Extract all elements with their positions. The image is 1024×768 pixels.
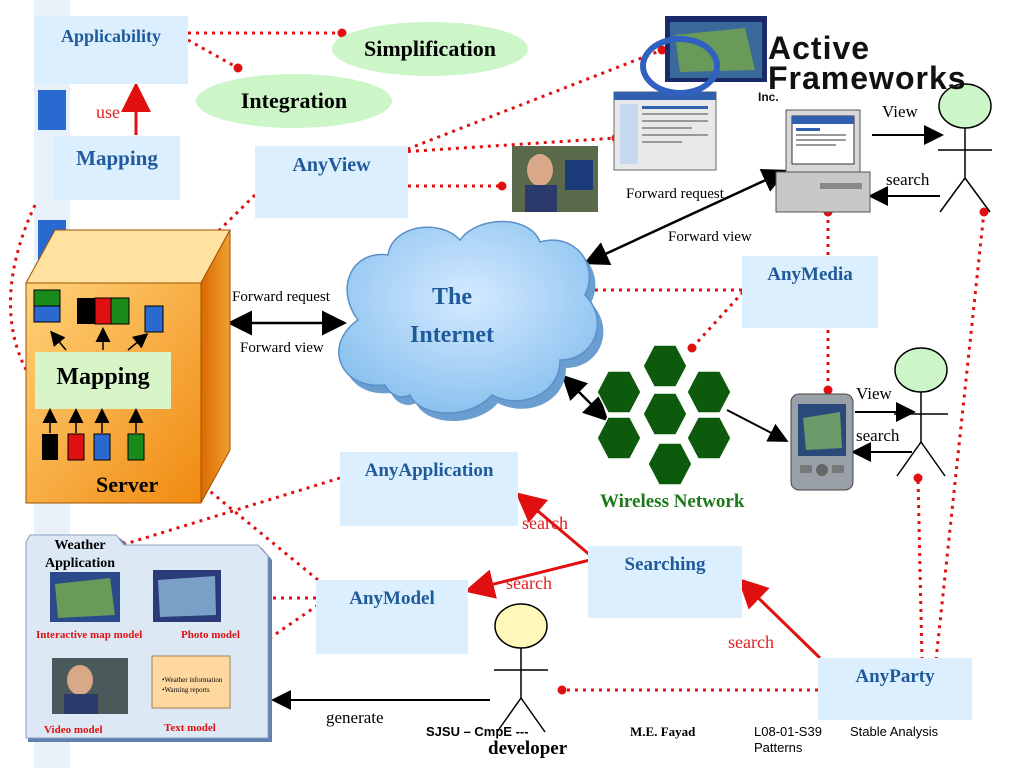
logo-ring-icon bbox=[640, 36, 720, 96]
thumbnails bbox=[512, 16, 767, 212]
footer-author: M.E. Fayad bbox=[630, 724, 696, 739]
active-frameworks-logo: Active Frameworks Inc. bbox=[640, 30, 990, 110]
label-search-pda: search bbox=[856, 426, 900, 445]
weather-app-title: Weather Application bbox=[34, 537, 126, 573]
label-search-top: search bbox=[886, 170, 930, 189]
label-generate: generate bbox=[326, 708, 384, 727]
ellipse-simplification: Simplification bbox=[332, 22, 528, 76]
note-searching-label: Searching bbox=[624, 554, 706, 575]
footer-slide: L08-01-S39 Patterns bbox=[754, 724, 822, 756]
server-label: Server bbox=[96, 472, 159, 497]
footer-school: SJSU – CmpE --- bbox=[426, 724, 529, 739]
note-anyapplication: AnyApplication bbox=[340, 452, 518, 526]
label-search-model: search bbox=[506, 573, 552, 593]
note-applicability-label: Applicability bbox=[60, 26, 162, 46]
note-anyparty-label: AnyParty bbox=[855, 666, 935, 687]
label-view-pda: View bbox=[856, 384, 892, 403]
label-search-app: search bbox=[522, 513, 568, 533]
note-anyview-label: AnyView bbox=[292, 154, 371, 176]
label-forward-view-top: Forward view bbox=[668, 229, 752, 245]
ellipse-integration: Integration bbox=[196, 74, 392, 128]
label-use: use bbox=[96, 102, 120, 122]
note-anymodel: AnyModel bbox=[316, 580, 468, 654]
logo-line2: Frameworks bbox=[768, 60, 967, 96]
label-developer: developer bbox=[488, 738, 568, 759]
label-wireless-network: Wireless Network bbox=[600, 491, 745, 512]
note-anymedia: AnyMedia bbox=[742, 256, 878, 328]
label-forward-view-mid: Forward view bbox=[240, 340, 324, 356]
weather-thumbnails bbox=[50, 570, 231, 714]
internet-line2: Internet bbox=[410, 322, 494, 348]
logo-line3: Inc. bbox=[758, 90, 779, 104]
footer-course: Stable Analysis bbox=[850, 724, 939, 739]
note-anyparty: AnyParty bbox=[818, 658, 972, 720]
footer-slide-line2: Patterns bbox=[754, 740, 803, 755]
text-model-content: •Weather information •Warning reports bbox=[162, 675, 222, 695]
note-searching: Searching bbox=[588, 546, 742, 618]
label-interactive-map-model: Interactive map model bbox=[36, 629, 143, 641]
computer-graphic bbox=[775, 109, 871, 213]
note-applicability: Applicability bbox=[34, 16, 188, 84]
label-forward-request-mid: Forward request bbox=[232, 289, 330, 305]
label-text-model: Text model bbox=[164, 722, 216, 734]
note-anymedia-label: AnyMedia bbox=[767, 264, 853, 285]
text-model-bullet2: •Warning reports bbox=[162, 686, 210, 694]
stick-figures bbox=[494, 83, 992, 733]
pda-graphic bbox=[790, 393, 854, 491]
note-mapping-top: Mapping bbox=[54, 136, 180, 200]
label-search-party: search bbox=[728, 632, 774, 652]
server-mapping-label: Mapping bbox=[56, 364, 150, 390]
label-photo-model: Photo model bbox=[181, 629, 240, 641]
label-view-top: View bbox=[882, 102, 918, 121]
internet-label: The Internet bbox=[392, 278, 512, 354]
note-anyview: AnyView bbox=[255, 146, 408, 218]
note-anyapplication-label: AnyApplication bbox=[364, 460, 494, 481]
label-video-model: Video model bbox=[44, 724, 103, 736]
note-anymodel-label: AnyModel bbox=[349, 588, 435, 609]
server-box bbox=[25, 229, 231, 504]
text-model-bullet1: •Weather information bbox=[162, 676, 223, 684]
weather-app-title-line1: Weather bbox=[54, 538, 106, 553]
note-mapping-top-label: Mapping bbox=[76, 146, 158, 170]
wireless-hexagons bbox=[596, 344, 732, 486]
footer-slide-line1: L08-01-S39 bbox=[754, 724, 822, 739]
label-forward-request-top: Forward request bbox=[626, 186, 724, 202]
internet-line1: The bbox=[431, 284, 472, 310]
internet-cloud bbox=[338, 220, 604, 422]
logo-line1: Active bbox=[768, 30, 871, 66]
weather-app-title-line2: Application bbox=[44, 556, 115, 571]
